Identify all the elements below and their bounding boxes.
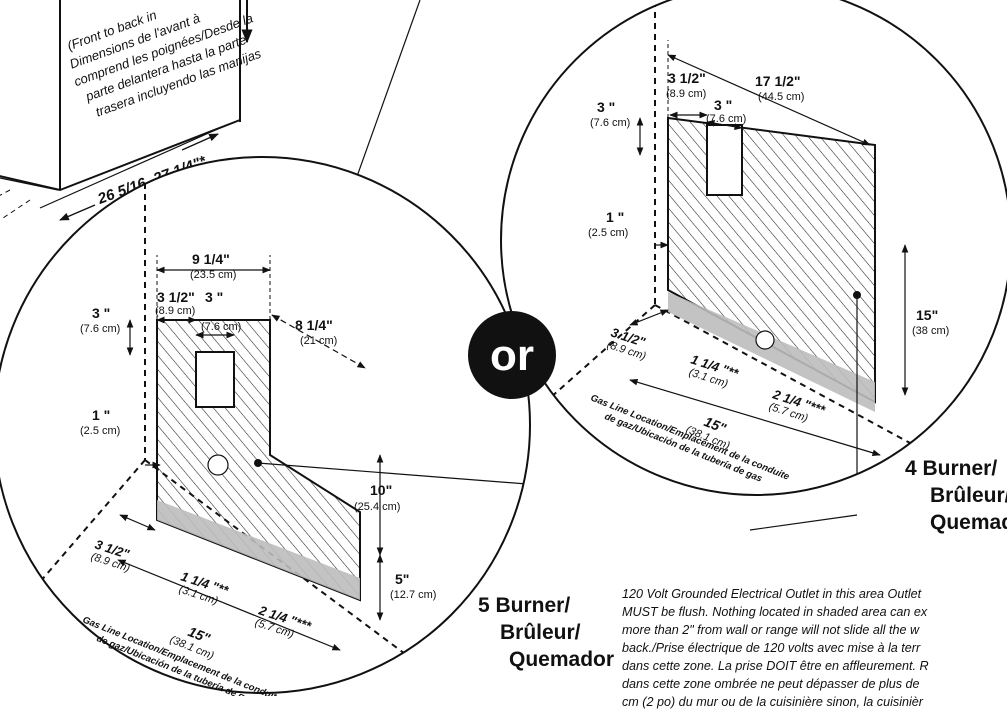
svg-text:1 ": 1 " [606,209,624,225]
outlet-note-line: back./Prise électrique de 120 volts avec… [622,641,921,655]
installation-diagram: (Front to back in Dimensions de l'avant … [0,0,1007,696]
svg-text:4 Burner/: 4 Burner/ [905,457,997,480]
svg-text:3 1/2": 3 1/2" [157,289,195,305]
svg-text:5": 5" [395,571,409,587]
svg-text:(7.6 cm): (7.6 cm) [590,117,630,129]
outlet-note-line: more than 2" from wall or range will not… [622,623,920,637]
svg-text:3 ": 3 " [205,289,223,305]
svg-text:(8.9 cm): (8.9 cm) [666,88,706,100]
outlet-box [706,124,743,196]
svg-text:17 1/2": 17 1/2" [755,73,801,89]
outlet-note-line: dans cette zone. La prise DOIT être en a… [622,659,929,673]
svg-text:15": 15" [186,623,213,646]
outlet-note: 120 Volt Grounded Electrical Outlet in t… [622,585,1007,711]
svg-text:or: or [490,331,534,380]
outlet-note-line: 120 Volt Grounded Electrical Outlet in t… [622,587,922,601]
outlet-box [195,351,235,408]
four-burner-title: 4 Burner/ Brûleur/ Quemador [905,457,1007,534]
svg-text:(7.6 cm): (7.6 cm) [201,321,241,333]
five-burner-detail: 9 1/4" (23.5 cm) 3 1/2" (8.9 cm) 3 " (7.… [0,157,530,681]
svg-text:(7.6 cm): (7.6 cm) [80,323,120,335]
svg-text:Brûleur/: Brûleur/ [930,484,1007,507]
svg-text:15": 15" [916,307,938,323]
svg-text:Quemador: Quemador [930,511,1007,534]
svg-text:15": 15" [702,413,729,436]
svg-text:1 ": 1 " [92,407,110,423]
or-badge: or [468,311,556,399]
four-burner-detail: 3 1/2" (8.9 cm) 3 " (7.6 cm) 17 1/2" (44… [501,0,961,495]
svg-text:(23.5 cm): (23.5 cm) [190,269,236,281]
svg-text:(25.4 cm): (25.4 cm) [354,501,400,513]
svg-text:3 ": 3 " [92,305,110,321]
outlet-pointer-line [749,514,858,531]
outlet-note-line: MUST be flush. Nothing located in shaded… [622,605,928,619]
five-burner-title: 5 Burner/ Brûleur/ Quemador [478,594,614,671]
svg-text:3 ": 3 " [714,97,732,113]
svg-text:3 ": 3 " [597,99,615,115]
svg-text:(21 cm): (21 cm) [300,335,337,347]
svg-text:9 1/4": 9 1/4" [192,251,230,267]
svg-text:(2.5 cm): (2.5 cm) [588,227,628,239]
svg-text:(44.5 cm): (44.5 cm) [758,91,804,103]
svg-text:3 1/2": 3 1/2" [668,70,706,86]
svg-text:8 1/4": 8 1/4" [295,317,333,333]
svg-text:10": 10" [370,482,392,498]
svg-text:(7.6 cm): (7.6 cm) [706,113,746,125]
svg-text:(2.5 cm): (2.5 cm) [80,425,120,437]
outlet-note-line: dans cette zone ombrée ne peut dépasser … [622,677,920,691]
svg-text:(12.7 cm): (12.7 cm) [390,589,436,601]
svg-text:5 Burner/: 5 Burner/ [478,594,570,617]
svg-text:(38 cm): (38 cm) [912,325,949,337]
svg-text:Quemador: Quemador [509,648,614,671]
svg-text:(8.9 cm): (8.9 cm) [155,305,195,317]
svg-text:Brûleur/: Brûleur/ [500,621,581,644]
range-corner-illustration [0,0,253,221]
